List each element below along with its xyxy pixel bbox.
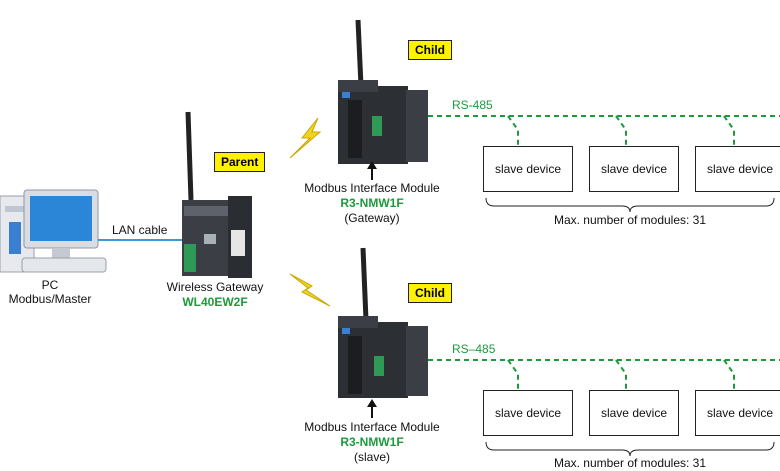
gateway-model: WL40EW2F bbox=[182, 295, 248, 309]
gateway-name: Wireless Gateway bbox=[166, 280, 264, 294]
lightning-bottom-icon bbox=[289, 273, 331, 307]
lan-cable-label: LAN cable bbox=[112, 223, 168, 237]
parent-tag: Parent bbox=[214, 152, 266, 172]
slave-device-bottom-2: slave device bbox=[589, 390, 679, 436]
max-modules-bottom: Max. number of modules: 31 bbox=[553, 456, 707, 470]
module-bottom-icon bbox=[338, 247, 428, 398]
rs485-label-top: RS-485 bbox=[452, 98, 493, 112]
pc-computer-icon bbox=[0, 189, 107, 273]
module-name-bottom: Modbus Interface Module bbox=[304, 420, 440, 434]
lightning-top-icon bbox=[289, 117, 322, 159]
module-name-top: Modbus Interface Module bbox=[304, 181, 440, 195]
slave-device-top-1: slave device bbox=[483, 146, 573, 192]
module-role-top: (Gateway) bbox=[344, 211, 400, 225]
module-role-bottom: (slave) bbox=[353, 450, 390, 464]
module-top-icon bbox=[338, 19, 428, 164]
module-model-top: R3-NMW1F bbox=[340, 196, 404, 210]
arrow-up-top-icon bbox=[367, 161, 377, 180]
rs485-label-bottom: RS–485 bbox=[452, 342, 496, 356]
slave-device-bottom-1: slave device bbox=[483, 390, 573, 436]
brace-top bbox=[485, 197, 775, 213]
child-tag-bottom: Child bbox=[408, 283, 452, 303]
slave-device-top-3: slave device bbox=[695, 146, 780, 192]
rs485-bus-top bbox=[428, 115, 780, 146]
pc-label-line2: Modbus/Master bbox=[8, 292, 92, 306]
arrow-up-bottom-icon bbox=[367, 399, 377, 418]
brace-bottom bbox=[485, 441, 775, 457]
pc-label-line1: PC bbox=[41, 278, 59, 292]
slave-device-top-2: slave device bbox=[589, 146, 679, 192]
pc-label: PC Modbus/Master bbox=[0, 278, 100, 306]
max-modules-top: Max. number of modules: 31 bbox=[553, 213, 707, 227]
module-model-bottom: R3-NMW1F bbox=[340, 435, 404, 449]
slave-device-bottom-3: slave device bbox=[695, 390, 780, 436]
wireless-gateway-icon bbox=[182, 111, 252, 278]
rs485-bus-bottom bbox=[428, 359, 780, 390]
child-tag-top: Child bbox=[408, 40, 452, 60]
